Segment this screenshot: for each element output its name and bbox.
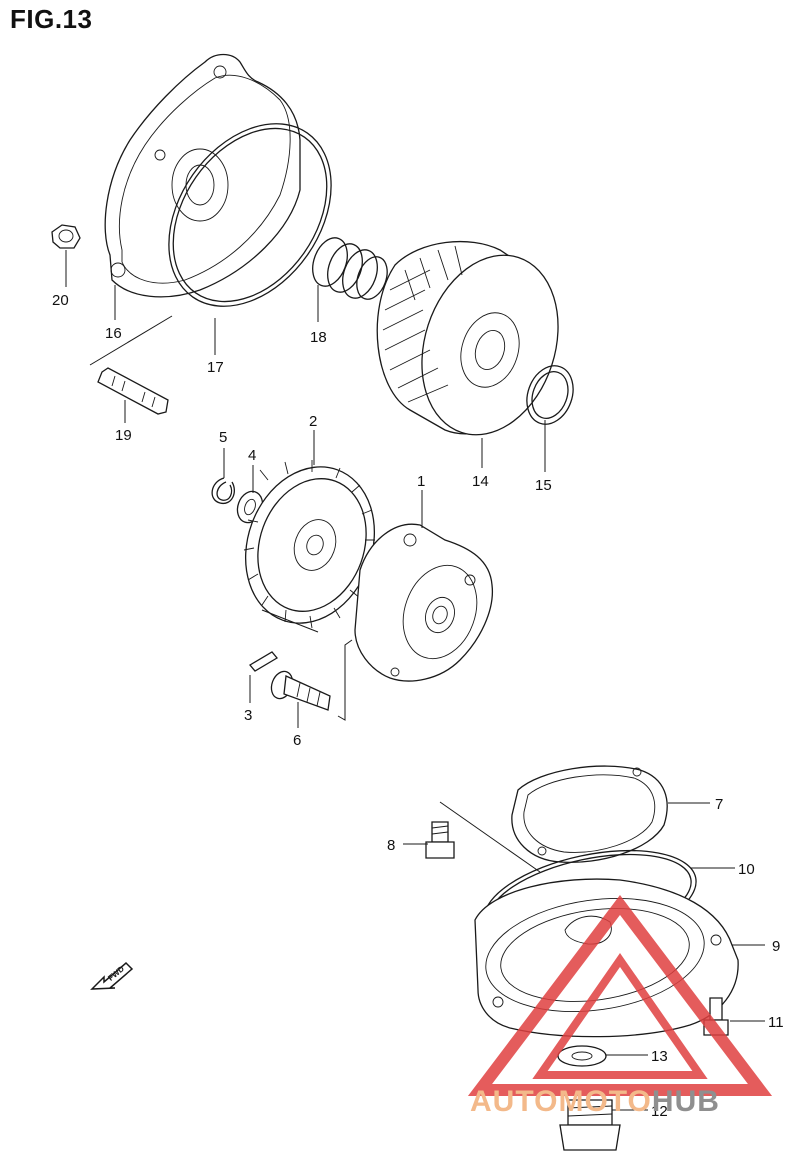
callout-20: 20: [52, 292, 69, 309]
figure-title: FIG.13: [10, 4, 93, 34]
oil-sump: [474, 878, 739, 1038]
callout-19: 19: [115, 427, 132, 444]
callout-17: 17: [207, 359, 224, 376]
callout-labels: 20 16 17 18 19 14 15 5 4 2 1 3 6 7 8 10 …: [52, 292, 784, 1120]
leader-lines: [65, 250, 765, 1111]
callout-3: 3: [244, 707, 252, 724]
callout-5: 5: [219, 429, 227, 446]
callout-18: 18: [310, 329, 327, 346]
watermark-logo: [467, 895, 773, 1096]
o-ring-large: [168, 123, 332, 307]
drain-plug: [559, 1099, 621, 1151]
watermark-part2: HUB: [651, 1085, 720, 1118]
bolt: [270, 670, 331, 711]
oil-filter-cover: [104, 53, 301, 298]
callout-4: 4: [248, 447, 256, 464]
callout-9: 9: [772, 938, 780, 955]
spring: [312, 237, 388, 300]
callout-12: 12: [651, 1103, 668, 1120]
callout-8: 8: [387, 837, 395, 854]
callout-13: 13: [651, 1048, 668, 1065]
o-ring-small: [526, 365, 574, 425]
callout-10: 10: [738, 861, 755, 878]
callout-16: 16: [105, 325, 122, 342]
gasket-washer: [557, 1045, 607, 1067]
nut: [51, 224, 81, 249]
callout-1: 1: [417, 473, 425, 490]
dowel-pin: [249, 651, 278, 672]
oil-filter: [376, 240, 559, 436]
gasket: [511, 765, 668, 864]
circlip: [211, 477, 235, 505]
callout-15: 15: [535, 477, 552, 494]
flange-bolt: [425, 821, 455, 859]
callout-2: 2: [309, 413, 317, 430]
arrow-left-down-icon: FWD: [90, 961, 134, 990]
watermark-part1: AUTOMOTO: [470, 1085, 652, 1118]
oil-pump: [354, 523, 494, 682]
callout-14: 14: [472, 473, 489, 490]
stud-bolt: [97, 367, 169, 415]
callout-6: 6: [293, 732, 301, 749]
callout-11: 11: [768, 1014, 784, 1031]
watermark-text: AUTOMOTOHUB: [470, 1085, 720, 1119]
callout-7: 7: [715, 796, 723, 813]
